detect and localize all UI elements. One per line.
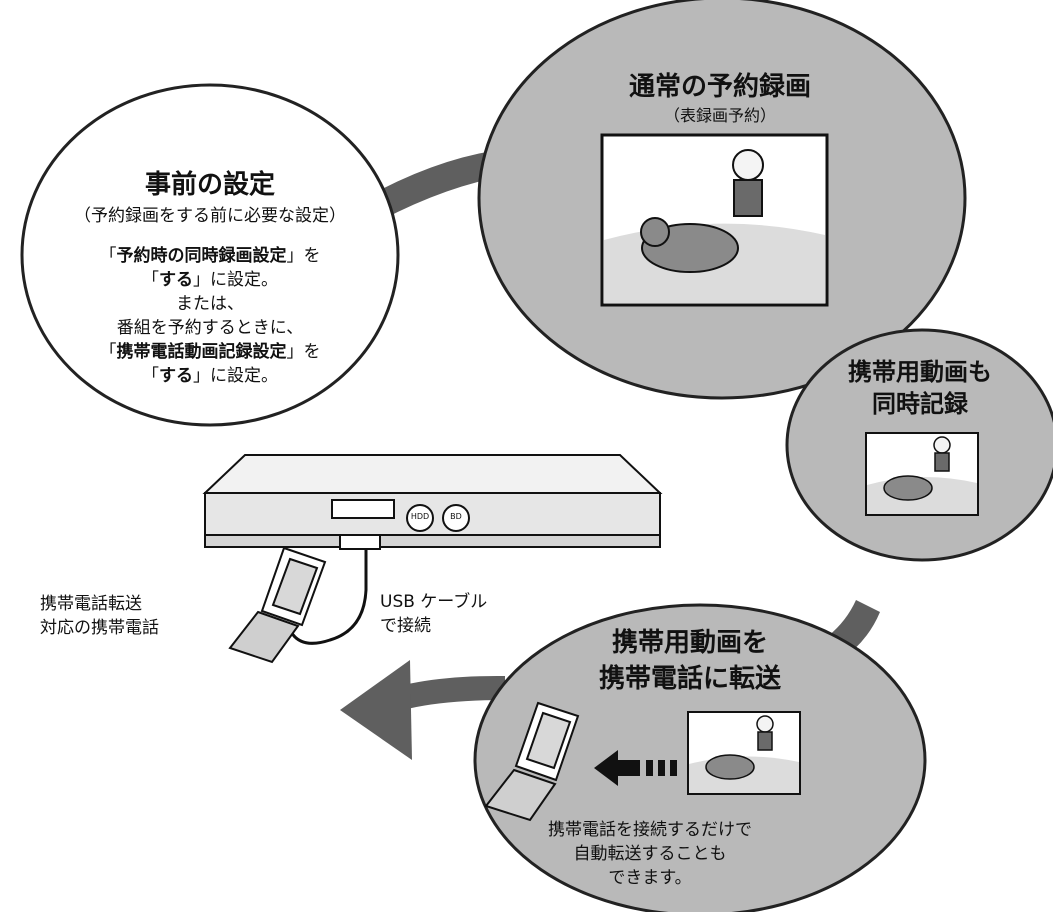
setting-name-simultaneous: 予約時の同時録画設定 — [116, 246, 287, 266]
pre-setup-line3: または、 — [176, 294, 244, 314]
transfer-title-line2: 携帯電話に転送 — [598, 664, 781, 694]
pre-setup-subtitle: （予約録画をする前に必要な設定） — [74, 206, 346, 226]
mobile-video-title-line1: 携帯用動画も — [848, 358, 992, 386]
normal-recording-subtitle: （表録画予約） — [663, 106, 776, 125]
pre-setup-title: 事前の設定 — [144, 170, 275, 200]
program-picture-medium — [865, 432, 979, 516]
setting-value-yes: する — [159, 270, 193, 290]
bracket: 「 — [99, 246, 117, 266]
transfer-note-line2: 自動転送することも — [573, 844, 727, 864]
usb-cable — [288, 548, 368, 645]
phone-label-line2: 対応の携帯電話 — [40, 618, 159, 638]
transfer-note-line3: できます。 — [608, 868, 692, 888]
recorder-hdd-label: HDD — [410, 512, 430, 521]
pre-setup-line6: 「する」に設定。 — [30, 366, 390, 386]
setting-name-mobile-video: 携帯電話動画記録設定 — [116, 342, 287, 362]
pre-setup-line5: 「携帯電話動画記録設定」を — [30, 342, 390, 362]
recorder-device — [202, 454, 663, 550]
phone-label-line1: 携帯電話転送 — [40, 594, 142, 614]
bracket: 「 — [99, 342, 117, 362]
bracket-end: 」に設定。 — [193, 366, 278, 386]
normal-recording-title: 通常の予約録画 — [628, 72, 811, 102]
bracket-end: 」を — [286, 246, 321, 266]
program-picture-large — [600, 133, 829, 307]
bracket: 「 — [142, 270, 159, 290]
transfer-note-line1: 携帯電話を接続するだけで — [548, 820, 752, 840]
phone-transfer-icon — [484, 701, 580, 822]
mobile-video-title-line2: 同時記録 — [872, 390, 968, 418]
pre-setup-line2: 「する」に設定。 — [30, 270, 390, 290]
bracket: 「 — [142, 366, 159, 386]
phone-connected-icon — [228, 546, 327, 664]
bracket-end: 」に設定。 — [193, 270, 278, 290]
pre-setup-bubble — [20, 83, 400, 427]
pre-setup-line1: 「予約時の同時録画設定」を — [30, 246, 390, 266]
pre-setup-line4: 番組を予約するときに、 — [116, 318, 304, 338]
program-picture-small — [687, 711, 801, 795]
setting-value-yes: する — [159, 366, 193, 386]
recorder-bd-label: BD — [450, 512, 462, 521]
usb-label-line1: USB ケーブル — [380, 592, 488, 612]
transfer-title-line1: 携帯用動画を — [611, 628, 768, 658]
usb-label-line2: で接続 — [380, 616, 431, 636]
bracket-end: 」を — [286, 342, 321, 362]
transfer-arrow — [594, 750, 677, 786]
